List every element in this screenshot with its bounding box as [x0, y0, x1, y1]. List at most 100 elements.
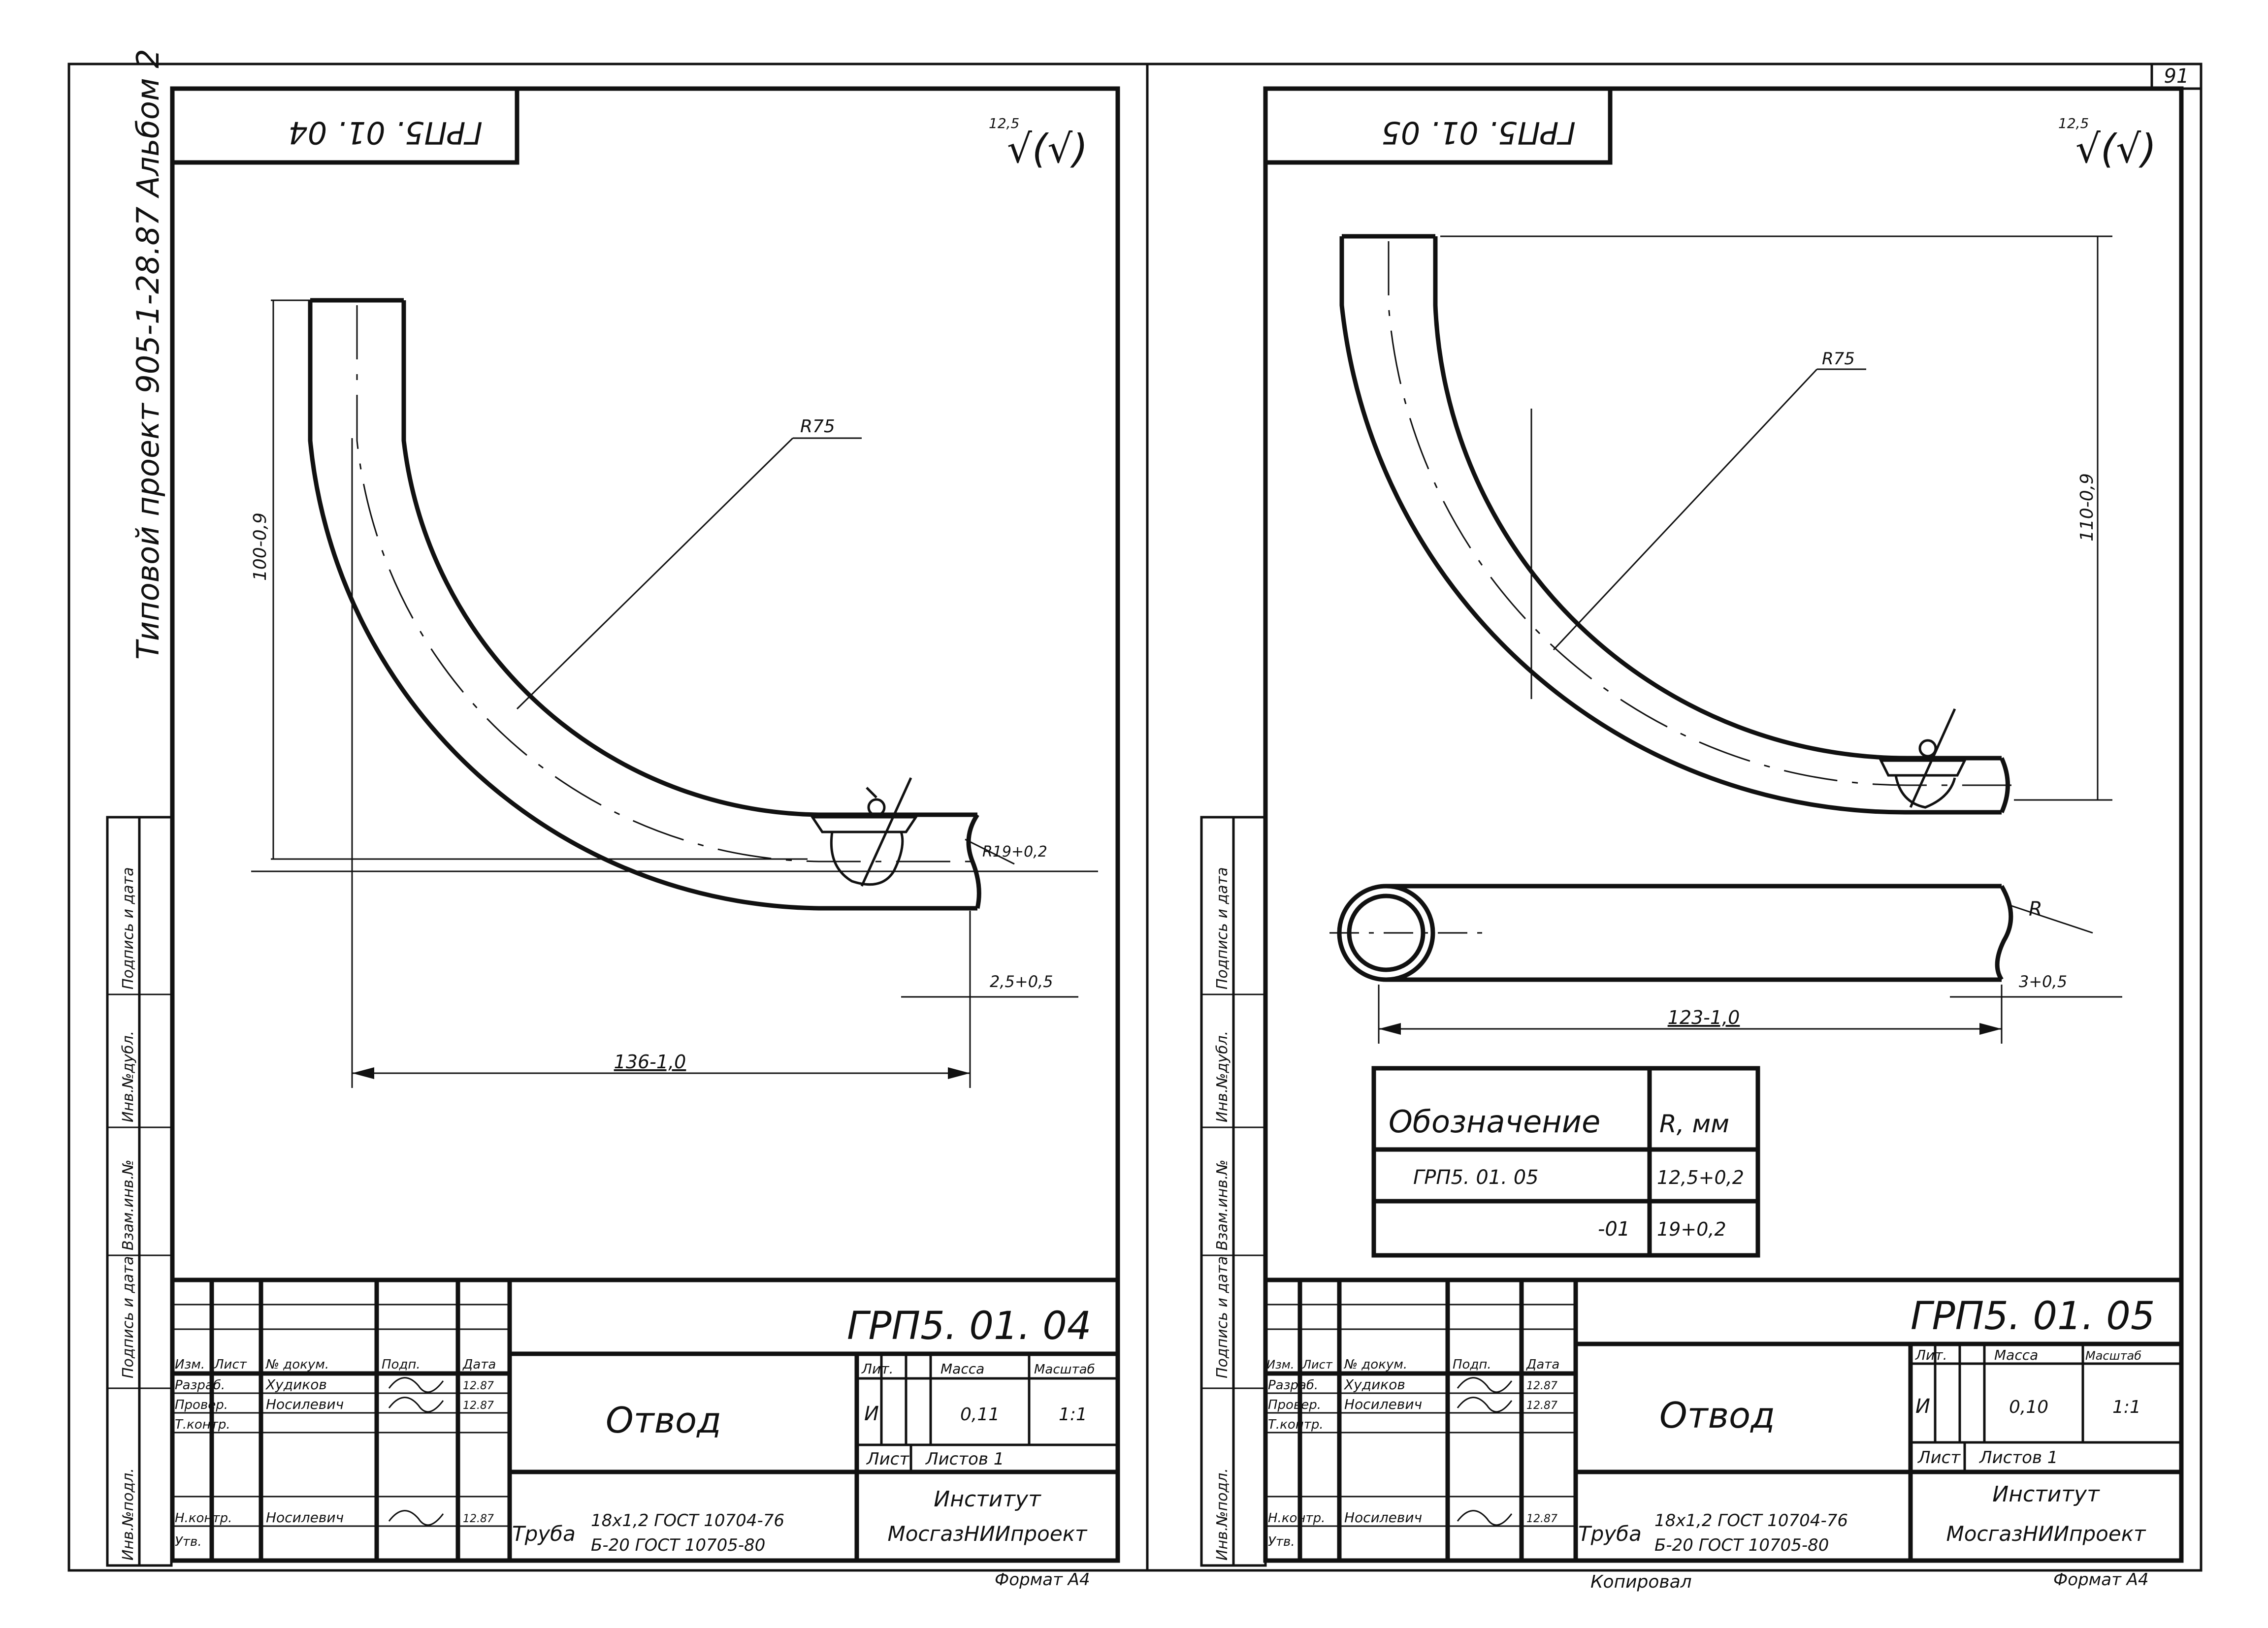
- tb-right-sheet-label: Лист: [1917, 1448, 1961, 1468]
- tb-right-mass-label: Масса: [1994, 1347, 2038, 1363]
- dim-weld-radius-left: R19+0,2: [982, 843, 1047, 861]
- tb-right-format: Формат А4: [2053, 1570, 2149, 1590]
- title-block-left: ГРП5. 01. 04 Отвод Изм. Лист № докум. По…: [172, 1277, 1118, 1590]
- tb-right-material-prefix: Труба: [1578, 1522, 1642, 1546]
- tb-left-date1: 12.87: [463, 1380, 494, 1392]
- pipe-bend-right: [1339, 234, 2011, 815]
- tb-left-lit-value: И: [864, 1403, 879, 1425]
- tb-right-mass-value: 0,10: [2009, 1397, 2048, 1417]
- tb-left-h3: № докум.: [265, 1357, 329, 1372]
- tb-left-h5: Дата: [462, 1357, 496, 1372]
- tb-right-h5: Дата: [1526, 1357, 1559, 1372]
- tb-left-mass-label: Масса: [940, 1361, 984, 1377]
- side-stamp-1: Инв.№подл.: [120, 1468, 137, 1561]
- dim-chamfer-left: 2,5+0,5: [990, 972, 1053, 991]
- side-stamp-r2: Подпись и дата: [1214, 1256, 1231, 1379]
- table-header-designation: Обозначение: [1389, 1104, 1600, 1140]
- dims-right: 110-0,9 R75: [1440, 235, 2112, 801]
- side-stamp-r1: Инв.№подл.: [1214, 1468, 1231, 1561]
- dims-left: 100-0,9 136-1,0 R75 R19+0,2 2,5+0,5: [250, 299, 1098, 1088]
- tb-left-name2: Носилевич: [266, 1396, 344, 1412]
- side-stamp-5: Подпись и дата: [120, 867, 137, 990]
- tb-right-h4: Подп.: [1453, 1357, 1491, 1372]
- tb-right-h1: Изм.: [1266, 1358, 1294, 1372]
- tb-left-sheet-label: Лист: [866, 1449, 909, 1469]
- tb-right-name: Отвод: [1659, 1395, 1775, 1436]
- pipe-bend-left: [308, 298, 981, 911]
- tb-left-date2: 12.87: [463, 1400, 494, 1412]
- tb-left-material-2: Б-20 ГОСТ 10705-80: [591, 1535, 765, 1555]
- tb-left-name5: Носилевич: [266, 1509, 344, 1526]
- side-stamp-4: Инв.№дубл.: [120, 1031, 137, 1122]
- tb-left-org-1: Институт: [934, 1487, 1041, 1512]
- side-stamp-3: Взам.инв.№: [120, 1159, 137, 1250]
- dim-length-left: 136-1,0: [614, 1051, 686, 1073]
- side-stamp-r4: Инв.№дубл.: [1214, 1031, 1231, 1122]
- dim-r-label: R: [2029, 898, 2042, 921]
- sheet-left-roughness-symbol: √(√): [1007, 126, 1088, 172]
- tb-right-role2: Провер.: [1268, 1398, 1321, 1412]
- tb-right-role1: Разраб.: [1268, 1378, 1318, 1393]
- side-stamp-left: Инв.№подл. Подпись и дата Взам.инв.№ Инв…: [106, 816, 173, 1567]
- tb-right-role6: Утв.: [1268, 1534, 1295, 1549]
- tb-left-name1: Худиков: [265, 1376, 327, 1393]
- table-row2-code: -01: [1598, 1218, 1630, 1241]
- table-header-r: R, мм: [1659, 1110, 1729, 1138]
- tb-left-role3: Т.контр.: [175, 1417, 230, 1432]
- tb-right-material-1: 18x1,2 ГОСТ 10704-76: [1654, 1511, 1848, 1531]
- tb-left-format: Формат А4: [995, 1570, 1090, 1590]
- tb-right-role5: Н.контр.: [1268, 1511, 1325, 1526]
- tb-right-sheets-label: Листов 1: [1978, 1448, 2058, 1468]
- tb-right-org-2: МосгазНИИпроект: [1946, 1522, 2146, 1546]
- tb-right-code: ГРП5. 01. 05: [1911, 1294, 2155, 1339]
- tb-right-date2: 12.87: [1526, 1400, 1557, 1412]
- tb-left-scale-label: Масштаб: [1034, 1362, 1095, 1377]
- tb-left-sheets-label: Листов 1: [925, 1449, 1004, 1469]
- table-row1-value: 12,5+0,2: [1657, 1167, 1744, 1188]
- tb-left-org-2: МосгазНИИпроект: [887, 1522, 1088, 1546]
- dim-length-right: 123-1,0: [1668, 1007, 1740, 1028]
- tb-left-scale-value: 1:1: [1059, 1405, 1087, 1425]
- tb-right-scale-label: Масштаб: [2085, 1349, 2141, 1363]
- tb-right-h3: № докум.: [1343, 1357, 1407, 1372]
- tb-right-name5: Носилевич: [1344, 1509, 1422, 1526]
- sheet-left: ГРП5. 01. 04 12,5 √(√) 100-0,9: [170, 86, 1120, 1590]
- title-block-right: ГРП5. 01. 05 Отвод Изм. Лист № докум. По…: [1265, 1277, 2181, 1592]
- dim-radius-right: R75: [1822, 349, 1855, 369]
- dim-height-left: 100-0,9: [250, 512, 270, 581]
- page-number: 91: [2164, 65, 2189, 88]
- tb-right-org-1: Институт: [1992, 1482, 2100, 1507]
- tb-left-h1: Изм.: [175, 1357, 205, 1372]
- tb-right-scale-value: 1:1: [2112, 1397, 2141, 1417]
- tb-right-name2: Носилевич: [1344, 1396, 1422, 1412]
- tb-right-h2: Лист: [1302, 1358, 1333, 1372]
- tb-left-mass-value: 0,11: [960, 1405, 1000, 1425]
- tb-left-role1: Разраб.: [175, 1378, 225, 1393]
- tb-right-name1: Худиков: [1343, 1376, 1405, 1393]
- side-stamp-2: Подпись и дата: [120, 1256, 137, 1379]
- sheet-left-frame: [170, 86, 1120, 1563]
- tb-right-material-2: Б-20 ГОСТ 10705-80: [1654, 1535, 1829, 1555]
- sheet-left-roughness-value: 12,5: [989, 115, 1019, 131]
- tb-left-name: Отвод: [606, 1400, 721, 1441]
- tb-left-date5: 12.87: [463, 1513, 494, 1525]
- tb-right-date1: 12.87: [1526, 1380, 1557, 1392]
- dim-radius-left: R75: [800, 416, 835, 437]
- tb-left-h2: Лист: [214, 1357, 247, 1372]
- side-stamp-r3: Взам.инв.№: [1214, 1159, 1231, 1250]
- tb-left-role2: Провер.: [175, 1398, 228, 1412]
- tb-left-material-1: 18x1,2 ГОСТ 10704-76: [591, 1511, 784, 1531]
- sheet-right: ГРП5. 01. 05 12,5 √(√) 110-0,9 R75: [1263, 86, 2184, 1592]
- album-label: Типовой проект 905-1-28.87 Альбом 2: [130, 49, 166, 660]
- sheet-right-top-code: ГРП5. 01. 05: [1381, 115, 1576, 151]
- pipe-side-view: R 123-1,0 3+0,5: [1329, 884, 2122, 1044]
- tb-left-lit-label: Лит.: [861, 1361, 893, 1377]
- dim-chamfer-right: 3+0,5: [2019, 972, 2067, 991]
- sheet-right-roughness-value: 12,5: [2058, 115, 2089, 131]
- dim-height-right: 110-0,9: [2077, 473, 2097, 542]
- sheet-left-top-code: ГРП5. 01. 04: [288, 115, 483, 151]
- copied-label: Копировал: [1590, 1572, 1692, 1592]
- tb-left-material-prefix: Труба: [512, 1522, 576, 1546]
- table-row1-code: ГРП5. 01. 05: [1413, 1166, 1539, 1189]
